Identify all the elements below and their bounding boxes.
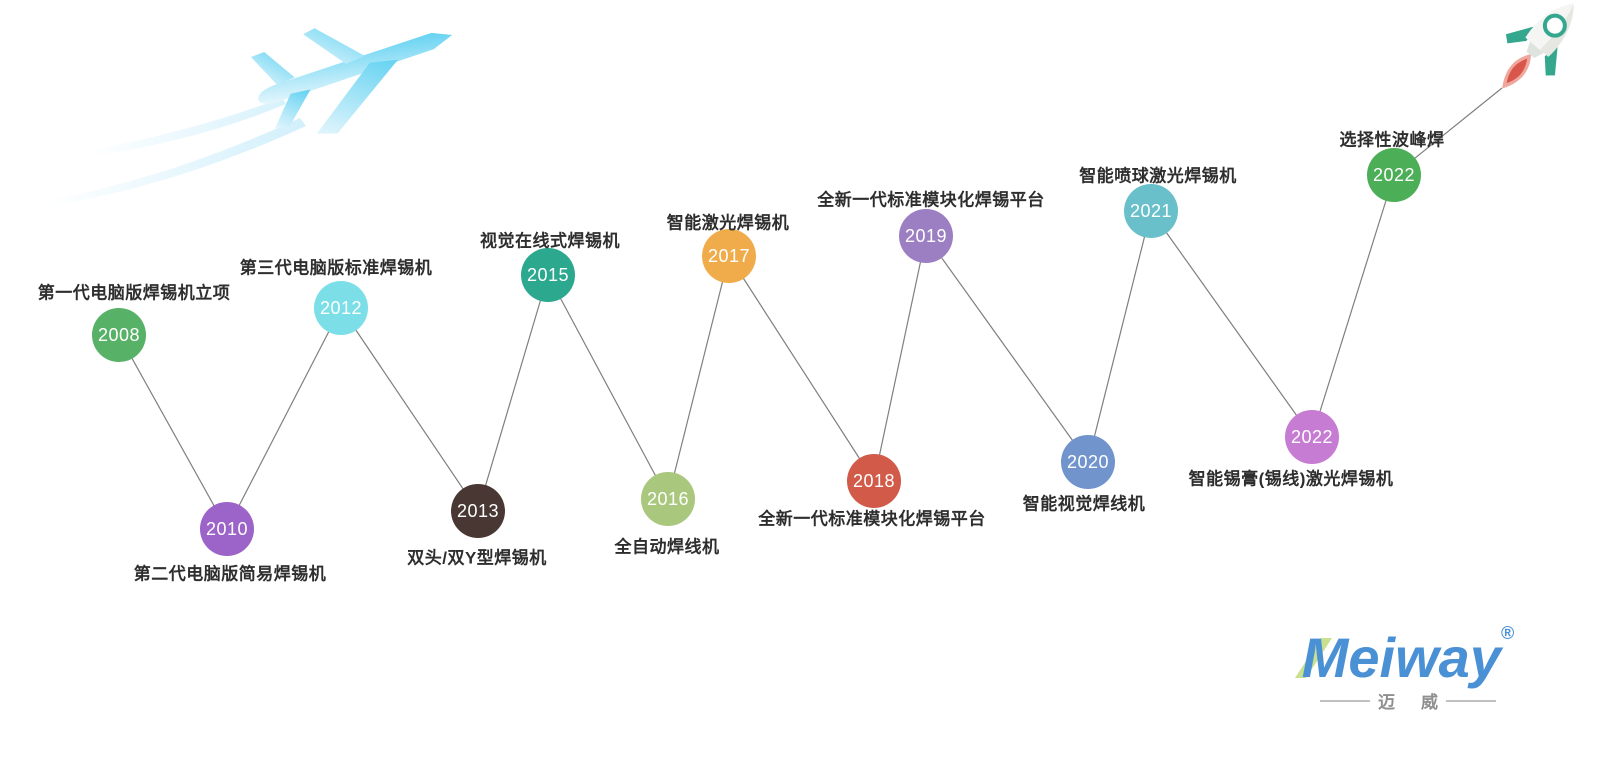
milestone-label-above: 智能喷球激光焊锡机	[1079, 166, 1237, 186]
rocket-icon	[1502, 3, 1574, 89]
brand-name: Meiway	[1301, 626, 1501, 689]
milestone-label-below: 智能视觉焊线机	[1022, 494, 1146, 514]
milestone-label-above: 第一代电脑版焊锡机立项	[37, 283, 231, 303]
timeline-connector-line	[340, 307, 479, 512]
timeline-connector-line	[118, 334, 228, 530]
milestone-label-below: 全新一代标准模块化焊锡平台	[758, 509, 986, 529]
timeline-node-10-2020: 2020	[1061, 435, 1115, 489]
brand-wordmark: Meiway®	[1294, 624, 1514, 686]
timeline-node-1-2008: 2008	[92, 308, 146, 362]
milestone-label-below: 双头/双Y型焊锡机	[407, 548, 547, 568]
logo-right-rule	[1446, 699, 1496, 702]
logo-left-rule	[1320, 699, 1370, 702]
timeline-connector-line	[1311, 174, 1395, 438]
timeline-connector-line	[925, 235, 1089, 463]
airplane-icon	[48, 28, 453, 206]
milestone-label-above: 视觉在线式焊锡机	[480, 231, 620, 251]
milestone-label-above: 选择性波峰焊	[1339, 130, 1445, 150]
milestone-label-above: 第三代电脑版标准焊锡机	[239, 258, 433, 278]
milestone-label-below: 第二代电脑版简易焊锡机	[133, 564, 327, 584]
timeline-connector-line	[873, 235, 927, 482]
timeline-node-8-2018: 2018	[847, 454, 901, 508]
timeline-node-4-2013: 2013	[451, 484, 505, 538]
timeline-connector-line	[667, 255, 730, 500]
milestone-label-below: 全自动焊线机	[614, 537, 720, 557]
timeline-connector-line	[547, 274, 669, 500]
timeline-node-5-2015: 2015	[521, 248, 575, 302]
timeline-node-12-2022: 2022	[1285, 410, 1339, 464]
timeline-node-3-2012: 2012	[314, 281, 368, 335]
timeline-connector-line	[477, 274, 549, 512]
timeline-node-6-2016: 2016	[641, 472, 695, 526]
timeline-connector-line	[226, 307, 342, 530]
timeline-connector-line	[1150, 210, 1313, 438]
brand-chinese-name: 迈威	[1378, 693, 1464, 712]
timeline-node-9-2019: 2019	[899, 209, 953, 263]
registered-mark: ®	[1500, 623, 1515, 643]
timeline-node-2-2010: 2010	[200, 502, 254, 556]
milestone-label-below: 智能锡膏(锡线)激光焊锡机	[1188, 469, 1394, 489]
timeline-node-11-2021: 2021	[1124, 184, 1178, 238]
timeline-node-7-2017: 2017	[702, 229, 756, 283]
timeline-node-13-2022: 2022	[1367, 148, 1421, 202]
brand-chinese-row: 迈威	[1248, 688, 1568, 713]
milestone-label-above: 智能激光焊锡机	[666, 213, 790, 233]
timeline-connector-line	[1087, 210, 1152, 463]
timeline-connector-line	[728, 255, 875, 482]
brand-logo: Meiway® 迈威	[1248, 624, 1568, 713]
milestone-label-above: 全新一代标准模块化焊锡平台	[817, 190, 1045, 210]
